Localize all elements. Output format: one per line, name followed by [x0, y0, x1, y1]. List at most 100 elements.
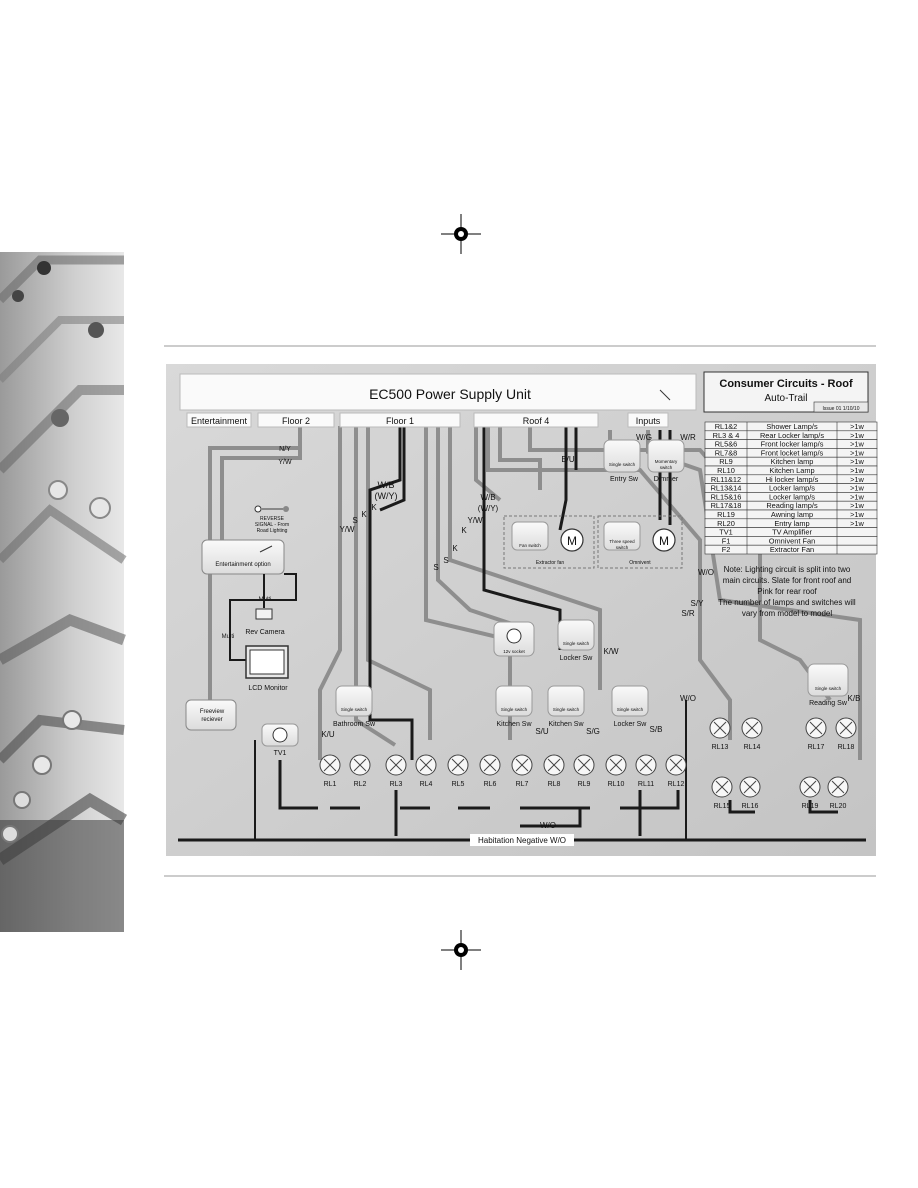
legend-cell: >1w — [850, 484, 864, 493]
lamp-label: RL5 — [452, 781, 465, 788]
wire-label: S/Y — [691, 599, 705, 608]
kitchen-switch-1: Single switch Kitchen Sw — [495, 685, 533, 728]
terminal-icon — [283, 506, 289, 512]
fan-motor-icon — [652, 528, 676, 552]
lamp-rl10: RL10 — [605, 754, 627, 788]
wire-label: K — [371, 503, 377, 512]
decorative-circuit-strip — [0, 252, 128, 932]
wire-label: S/G — [586, 727, 600, 736]
lcd-monitor-label: LCD Monitor — [248, 685, 288, 692]
motor-label: M — [659, 534, 669, 548]
note: Note: Lighting circuit is split into two… — [718, 565, 856, 618]
lamp-label: RL7 — [516, 781, 529, 788]
legend-cell: Omnivent Fan — [769, 536, 815, 545]
lamp-rl14: RL14 — [741, 717, 763, 751]
multi-label: Multi — [222, 634, 235, 640]
wire-label: W/B — [378, 480, 395, 490]
lamp-label: RL13 — [712, 744, 729, 751]
wire-label: K/W — [603, 647, 619, 656]
lamp-rl13: RL13 — [709, 717, 731, 751]
switch-caption: Single switch — [341, 707, 368, 712]
reading-switch: Single switch Reading Sw — [807, 663, 849, 707]
lamp-rl16: RL16 — [739, 776, 761, 810]
legend-cell: Front locker lamp/s — [761, 440, 824, 449]
psu-transistor-icon — [659, 389, 671, 401]
legend-cell: >1w — [850, 440, 864, 449]
wire-label: W/B — [480, 493, 495, 502]
fan-motor-icon — [560, 528, 584, 552]
legend-cell: Kitchen Lamp — [769, 466, 814, 475]
tab-entertainment: Entertainment — [191, 416, 248, 426]
legend-cell: >1w — [850, 431, 864, 440]
registration-mark-top — [441, 214, 481, 254]
issue-label: Issue 01 1/10/10 — [823, 406, 860, 412]
entertainment-option: Entertainment option REVERSE SIGNAL - Fr… — [185, 505, 297, 731]
legend-cell: RL15&16 — [711, 492, 742, 501]
legend-cell: >1w — [850, 466, 864, 475]
note-line-2: main circuits. Slate for front roof and — [723, 576, 852, 585]
amplifier-icon — [272, 727, 288, 743]
freeview-label: reciever — [201, 717, 222, 723]
legend-cell: Locker lamp/s — [769, 492, 815, 501]
legend-cell: >1w — [850, 519, 864, 528]
kitchen-sw-label: Kitchen Sw — [548, 721, 584, 728]
lamp-rl4: RL4 — [415, 754, 437, 788]
bathroom-sw-label: Bathroom Sw — [333, 721, 376, 728]
freeview-receiver — [185, 699, 237, 731]
transistor-icon — [259, 545, 273, 553]
legend-cell: Entry lamp — [774, 519, 809, 528]
wire-label: S — [433, 563, 438, 572]
rev-camera-label: Rev Camera — [245, 629, 284, 636]
wire-label: W/G — [636, 433, 652, 442]
reading-sw-label: Reading Sw — [809, 700, 848, 707]
socket-icon — [506, 628, 522, 644]
subtitle: Auto-Trail — [765, 393, 808, 404]
wire-label: K — [361, 510, 367, 519]
wire-label: W/O — [680, 694, 696, 703]
lamp-rl1: RL1 — [319, 754, 341, 788]
lamp-label: RL6 — [484, 781, 497, 788]
legend-cell: RL10 — [717, 466, 735, 475]
legend-cell: RL11&12 — [711, 475, 741, 484]
lamp-label: RL11 — [638, 781, 654, 788]
lamp-rl12: RL12 — [665, 754, 687, 788]
switch-caption: Single switch — [501, 707, 528, 712]
tv1-label: TV1 — [274, 750, 287, 757]
dimmer-label: Dimmer — [654, 476, 679, 483]
wire-label: S — [352, 516, 357, 525]
lamp-rl20: RL20 — [827, 776, 849, 810]
legend-cell: RL13&14 — [711, 484, 742, 493]
switch-caption: Single switch — [553, 707, 580, 712]
legend-cell: >1w — [850, 492, 864, 501]
locker-sw-label: Locker Sw — [560, 655, 594, 662]
omnivent-fan: Three speed switch M Omnivent — [597, 515, 683, 569]
tab-floor-1: Floor 1 — [386, 416, 414, 426]
reverse-label: Road Lighting — [257, 528, 288, 534]
entertainment-option-label: Entertainment option — [215, 562, 270, 568]
lamp-label: RL15 — [714, 803, 731, 810]
lamp-label: RL8 — [548, 781, 561, 788]
omnivent-label: Omnivent — [629, 560, 651, 566]
wire-label: S — [443, 556, 448, 565]
legend-cell: Rear Locker lamp/s — [760, 431, 824, 440]
reverse-label: REVERSE — [260, 516, 285, 522]
legend-cell: TV Amplifier — [772, 528, 812, 537]
switch-caption: Fan switch — [519, 543, 541, 548]
lamp-rl6: RL6 — [479, 754, 501, 788]
switch-caption: Single switch — [617, 707, 644, 712]
socket-label: 12v socket — [503, 649, 525, 654]
entry-switch: Single switch Entry Sw — [603, 439, 641, 483]
wire-label: W/O — [540, 821, 556, 830]
12v-socket: 12v socket — [493, 621, 535, 657]
bathroom-switch: Single switch Bathroom Sw — [333, 685, 376, 728]
lamp-rl18: RL18 — [835, 717, 857, 751]
lamp-rl8: RL8 — [543, 754, 565, 788]
wire-label: K/U — [321, 730, 335, 739]
legend-cell: >1w — [850, 510, 864, 519]
tv1-amplifier: TV1 — [261, 723, 299, 757]
freeview-label: Freeview — [200, 709, 225, 715]
legend-cell: TV1 — [719, 528, 733, 537]
legend-cell: RL5&6 — [715, 440, 738, 449]
locker-switch-1: Single switch Locker Sw — [557, 619, 595, 662]
